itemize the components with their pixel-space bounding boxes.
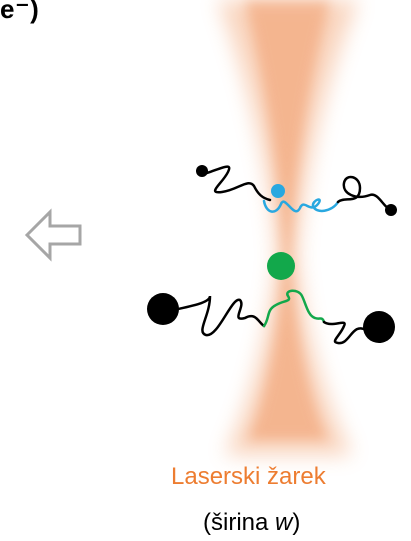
polymer-chain-left <box>205 165 272 202</box>
linker-strand <box>262 198 340 213</box>
lower-molecule <box>147 252 395 345</box>
width-label-open: (širina <box>203 509 276 536</box>
polymer-chain-left <box>176 295 266 337</box>
upper-molecule <box>196 165 397 216</box>
polymer-chain-right <box>336 175 392 211</box>
green-particle <box>267 252 295 280</box>
width-variable: w <box>275 509 293 536</box>
laser-beam <box>218 0 358 455</box>
beam-width-label: (širina w) <box>203 509 300 537</box>
end-bead-left <box>147 293 179 325</box>
linker-strand <box>262 289 326 328</box>
blue-particle <box>271 184 285 198</box>
laser-beam-label: Laserski žarek <box>171 463 326 490</box>
end-bead-right <box>363 311 395 343</box>
left-arrow-icon <box>24 208 82 262</box>
end-bead-right <box>385 204 397 216</box>
cropped-title-fragment: e⁻) <box>0 0 40 24</box>
width-label-close: ) <box>292 509 301 536</box>
end-bead-left <box>196 165 208 177</box>
